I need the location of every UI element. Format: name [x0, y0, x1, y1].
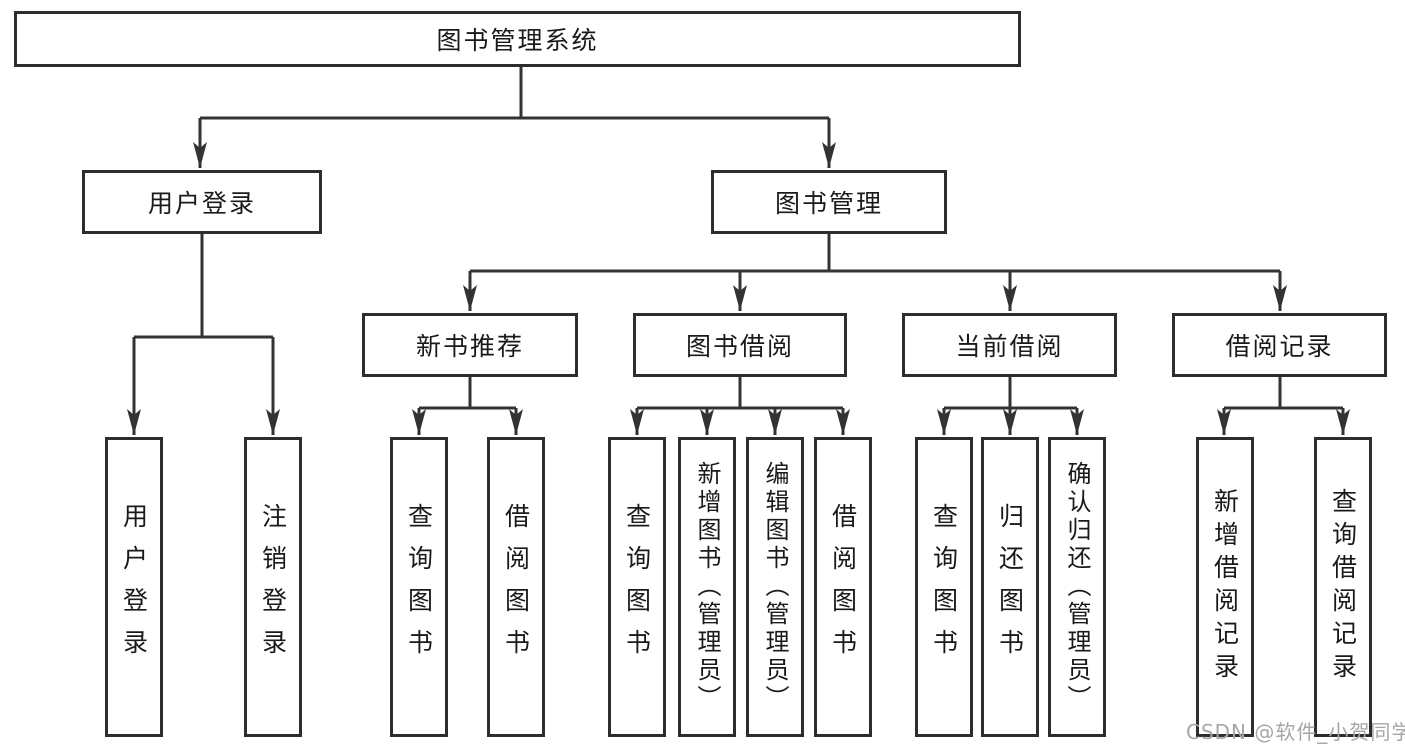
leaf-label: 查询图书	[929, 503, 959, 671]
leaf-label: 查询图书	[622, 503, 652, 671]
node-current-borrowing: 当前借阅	[902, 313, 1117, 377]
leaf-query-books-borrow: 查询图书	[608, 437, 666, 737]
leaf-label: 借阅图书	[828, 503, 858, 671]
leaf-label: 查询图书	[404, 503, 434, 671]
csdn-watermark: CSDN @软件_小贺同学	[1186, 720, 1405, 744]
leaf-label: 归还图书	[995, 503, 1025, 671]
leaf-user-login: 用户登录	[105, 437, 163, 737]
leaf-add-books-admin: 新增图书（管理员）	[678, 437, 736, 737]
leaf-label: 查询借阅记录	[1328, 488, 1358, 686]
leaf-borrow-books: 借阅图书	[814, 437, 872, 737]
leaf-label: 用户登录	[119, 503, 149, 671]
leaf-add-borrow-record: 新增借阅记录	[1196, 437, 1254, 737]
node-user-login: 用户登录	[82, 170, 322, 234]
node-borrowing-records: 借阅记录	[1172, 313, 1387, 377]
node-book-borrowing: 图书借阅	[633, 313, 847, 377]
node-book-management: 图书管理	[711, 170, 947, 234]
leaf-query-borrow-record: 查询借阅记录	[1314, 437, 1372, 737]
node-library-management-system: 图书管理系统	[14, 11, 1021, 67]
leaf-query-books-current: 查询图书	[915, 437, 973, 737]
leaf-confirm-return-admin: 确认归还（管理员）	[1048, 437, 1106, 737]
leaf-borrow-books-recommend: 借阅图书	[487, 437, 545, 737]
leaf-label: 确认归还（管理员）	[1063, 461, 1091, 713]
leaf-label: 新增借阅记录	[1210, 488, 1240, 686]
leaf-query-books-recommend: 查询图书	[390, 437, 448, 737]
leaf-edit-books-admin: 编辑图书（管理员）	[746, 437, 804, 737]
leaf-label: 编辑图书（管理员）	[761, 461, 789, 713]
leaf-label: 借阅图书	[501, 503, 531, 671]
leaf-label: 新增图书（管理员）	[693, 461, 721, 713]
leaf-logout: 注销登录	[244, 437, 302, 737]
leaf-label: 注销登录	[258, 503, 288, 671]
leaf-return-books: 归还图书	[981, 437, 1039, 737]
node-new-book-recommendation: 新书推荐	[362, 313, 578, 377]
